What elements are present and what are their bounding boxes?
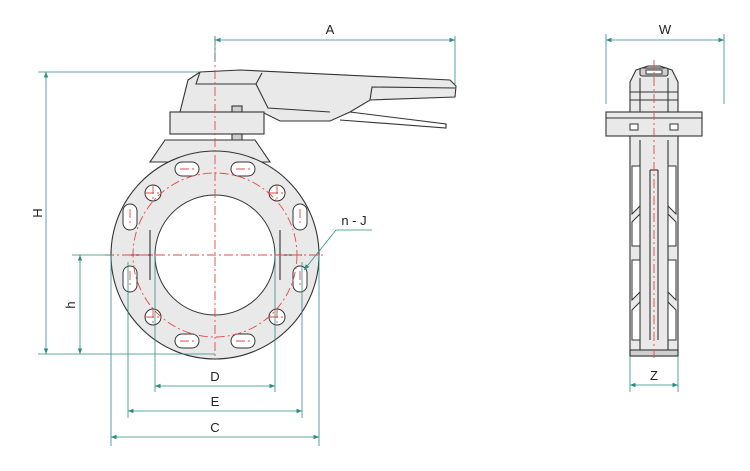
front-dimensions: A H h n - J D E C xyxy=(30,22,456,446)
dim-label-c: C xyxy=(210,420,219,435)
dim-label-e: E xyxy=(211,394,220,409)
dim-label-w: W xyxy=(659,22,672,37)
dim-label-z: Z xyxy=(650,368,658,383)
dim-label-n-j: n - J xyxy=(341,213,366,228)
dim-label-d: D xyxy=(210,369,219,384)
dim-label-a: A xyxy=(326,22,335,37)
front-centerlines xyxy=(105,36,325,360)
front-view xyxy=(105,36,457,360)
side-dimensions: W Z xyxy=(605,22,725,392)
side-view xyxy=(605,60,703,360)
lever-handle xyxy=(179,69,457,129)
side-body xyxy=(629,135,679,357)
top-plate xyxy=(169,111,265,143)
dim-label-h-lower: h xyxy=(63,301,78,308)
dim-label-h-upper: H xyxy=(30,208,45,217)
